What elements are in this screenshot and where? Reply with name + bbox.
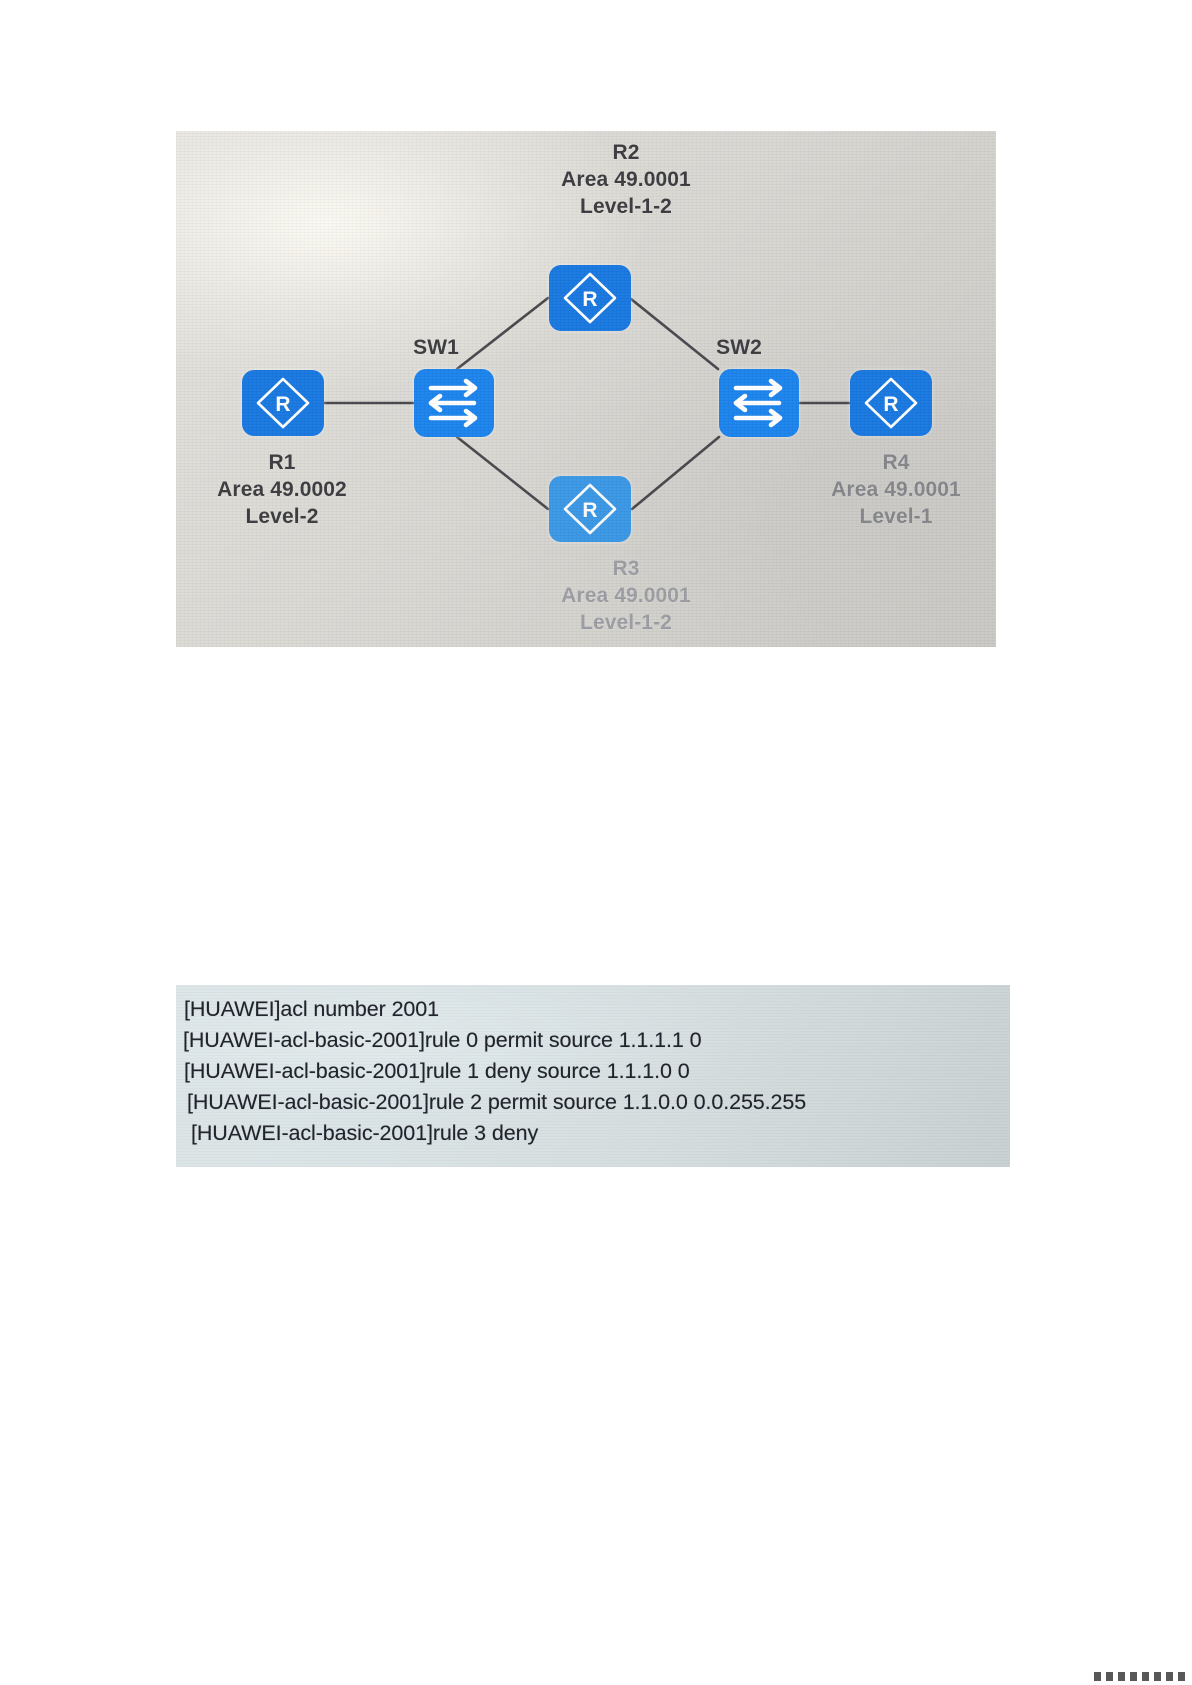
router-icon: R [549, 476, 631, 542]
acl-console-lines: [HUAWEI]acl number 2001 [HUAWEI-acl-basi… [176, 985, 1010, 1167]
node-label-r2-name: R2 [612, 141, 640, 164]
node-label-r3-area: Area 49.0001 [561, 584, 691, 607]
node-label-r1-area: Area 49.0002 [217, 478, 347, 501]
node-label-r3: R3 Area 49.0001 Level-1-2 [516, 555, 736, 636]
node-label-r1-name: R1 [268, 451, 296, 474]
router-glyph: R [864, 377, 918, 429]
console-line: [HUAWEI-acl-basic-2001]rule 0 permit sou… [183, 1028, 702, 1052]
switch-glyph [428, 378, 478, 428]
node-label-sw2-name: SW2 [716, 336, 762, 359]
router-glyph: R [563, 272, 617, 324]
switch-icon [414, 369, 494, 437]
console-line: [HUAWEI-acl-basic-2001]rule 3 deny [191, 1121, 539, 1145]
node-label-r1: R1 Area 49.0002 Level-2 [176, 449, 388, 530]
console-line: [HUAWEI-acl-basic-2001]rule 1 deny sourc… [184, 1059, 690, 1083]
console-line: [HUAWEI]acl number 2001 [184, 997, 440, 1021]
node-label-sw2: SW2 [684, 335, 794, 360]
switch-icon [719, 369, 799, 437]
svg-text:R: R [582, 499, 597, 522]
router-icon: R [549, 265, 631, 331]
console-line: [HUAWEI-acl-basic-2001]rule 2 permit sou… [187, 1090, 807, 1114]
link-sw1-r3 [455, 435, 550, 511]
node-label-r3-name: R3 [612, 557, 640, 580]
node-label-r4-area: Area 49.0001 [831, 478, 961, 501]
router-icon: R [850, 370, 932, 436]
svg-text:R: R [883, 393, 898, 416]
acl-console-figure: [HUAWEI]acl number 2001 [HUAWEI-acl-basi… [176, 985, 1010, 1167]
node-label-r2-level: Level-1-2 [580, 195, 672, 218]
link-sw1-r2 [455, 296, 550, 371]
node-label-r4-level: Level-1 [859, 505, 933, 528]
page-edge-artifact [1094, 1672, 1186, 1681]
node-label-sw1-name: SW1 [413, 336, 459, 359]
node-label-r4-name: R4 [882, 451, 910, 474]
link-r3-sw2 [630, 435, 721, 511]
node-label-r2-area: Area 49.0001 [561, 168, 691, 191]
switch-glyph [733, 378, 783, 428]
svg-text:R: R [582, 288, 597, 311]
svg-text:R: R [275, 393, 290, 416]
node-label-r2: R2 Area 49.0001 Level-1-2 [516, 139, 736, 220]
topology-figure: R2 Area 49.0001 Level-1-2 R SW1 [176, 131, 996, 647]
router-icon: R [242, 370, 324, 436]
node-label-r1-level: Level-2 [245, 505, 319, 528]
node-label-r4: R4 Area 49.0001 Level-1 [790, 449, 996, 530]
router-glyph: R [256, 377, 310, 429]
node-label-sw1: SW1 [381, 335, 491, 360]
node-label-r3-level: Level-1-2 [580, 611, 672, 634]
link-r2-sw2 [629, 297, 720, 371]
router-glyph: R [563, 483, 617, 535]
